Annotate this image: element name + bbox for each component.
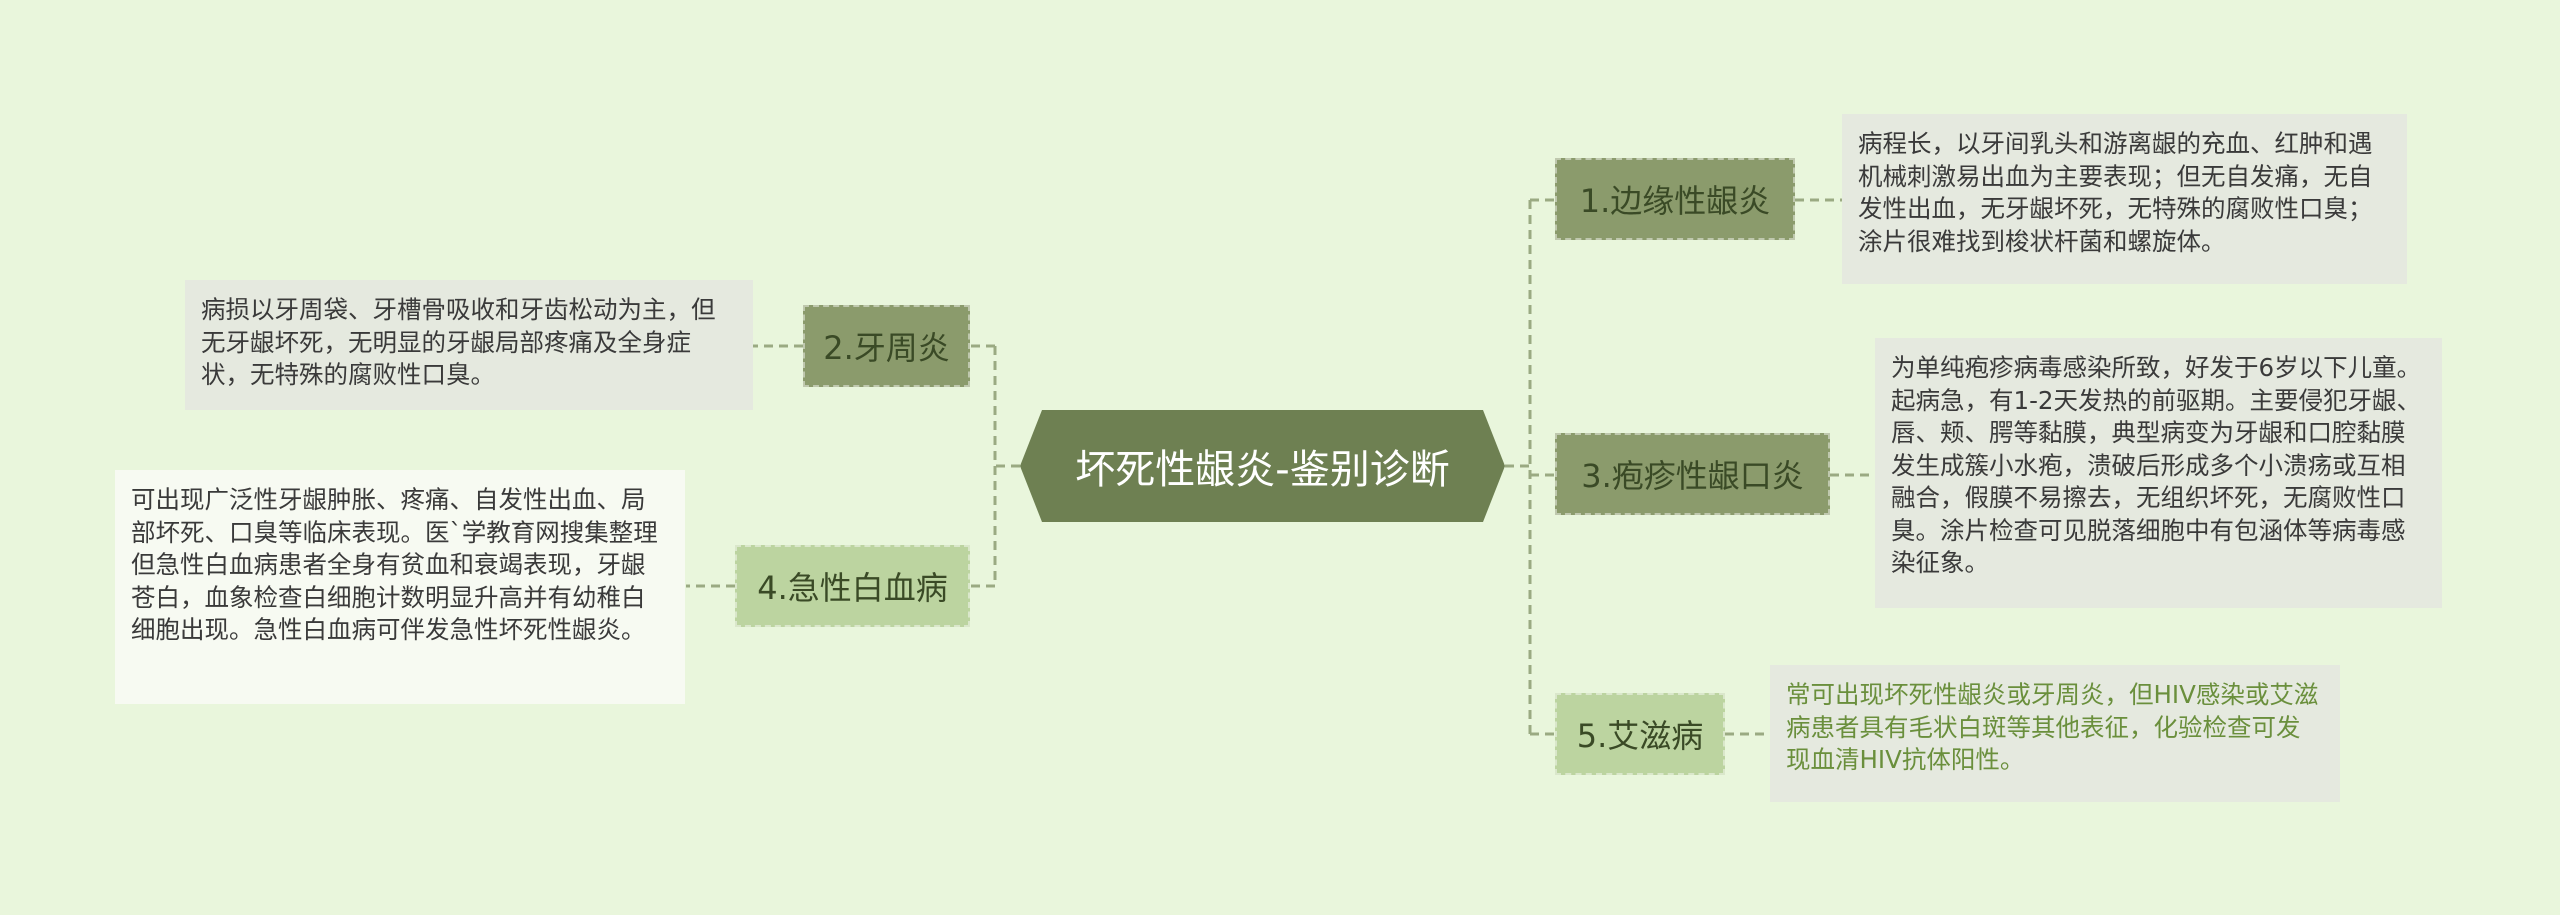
note-marginal-gingivitis: 病程长，以牙间乳头和游离龈的充血、红肿和遇机械刺激易出血为主要表现；但无自发痛，… <box>1842 114 2407 284</box>
note-herpetic-gingivostomatitis: 为单纯疱疹病毒感染所致，好发于6岁以下儿童。起病急，有1-2天发热的前驱期。主要… <box>1875 338 2442 608</box>
branch-node-aids[interactable]: 5.艾滋病 <box>1555 693 1725 775</box>
note-periodontitis: 病损以牙周袋、牙槽骨吸收和牙齿松动为主，但无牙龈坏死，无明显的牙龈局部疼痛及全身… <box>185 280 753 410</box>
root-node[interactable]: 坏死性龈炎-鉴别诊断 <box>1020 410 1505 522</box>
note-acute-leukemia: 可出现广泛性牙龈肿胀、疼痛、自发性出血、局部坏死、口臭等临床表现。医`学教育网搜… <box>115 470 685 704</box>
branch-node-herpetic-gingivostomatitis[interactable]: 3.疱疹性龈口炎 <box>1555 433 1830 515</box>
note-aids: 常可出现坏死性龈炎或牙周炎，但HIV感染或艾滋病患者具有毛状白斑等其他表征，化验… <box>1770 665 2340 802</box>
branch-node-marginal-gingivitis[interactable]: 1.边缘性龈炎 <box>1555 158 1795 240</box>
branch-node-acute-leukemia[interactable]: 4.急性白血病 <box>735 545 970 627</box>
branch-node-periodontitis[interactable]: 2.牙周炎 <box>803 305 970 387</box>
